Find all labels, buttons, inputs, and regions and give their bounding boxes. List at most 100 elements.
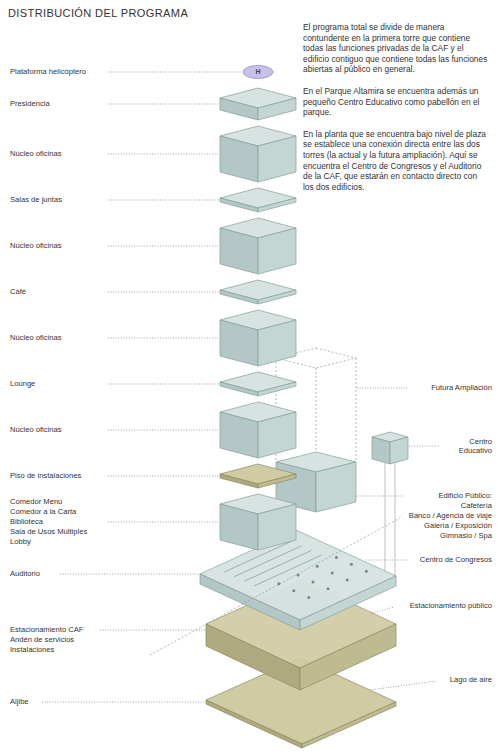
program-label: Lounge bbox=[10, 379, 35, 388]
program-label: Plataforma helicóptero bbox=[10, 67, 86, 76]
tower-floors-part bbox=[258, 382, 296, 396]
tower-floors-part bbox=[220, 290, 258, 304]
program-label: Sala de Usos Múltiples bbox=[10, 527, 87, 536]
leader-lines-part bbox=[108, 384, 219, 385]
congress-slab-part bbox=[316, 565, 319, 568]
congress-slab-part bbox=[244, 550, 311, 581]
leader-lines-part bbox=[108, 338, 219, 339]
leader-lines-part bbox=[100, 630, 205, 631]
program-label: Lobby bbox=[10, 537, 31, 546]
program-label: Estacionamiento público bbox=[410, 601, 492, 610]
label-anchor: Cafetería bbox=[461, 501, 492, 510]
program-label: Centro de Congresos bbox=[420, 555, 492, 564]
tower-floors-part bbox=[258, 136, 296, 182]
label-anchor: Galería / Exposición bbox=[424, 521, 492, 530]
program-label: Estacionamiento CAF bbox=[10, 625, 83, 634]
label-anchor: Biblioteca bbox=[10, 517, 43, 526]
congress-slab-part bbox=[200, 574, 300, 630]
label-anchor: Plataforma helicóptero bbox=[10, 67, 86, 76]
congress-slab-part bbox=[312, 580, 315, 583]
leader-lines-part bbox=[108, 430, 219, 431]
program-label: Gimnasio / Spa bbox=[440, 531, 492, 540]
tower-floors-part bbox=[258, 198, 296, 212]
parking-box-part bbox=[206, 624, 300, 690]
leader-lines-part bbox=[357, 496, 404, 497]
congress-slab-part bbox=[350, 563, 353, 566]
tower-floors-part bbox=[220, 320, 258, 366]
label-anchor: Auditorio bbox=[10, 569, 40, 578]
leader-lines-part bbox=[42, 702, 205, 703]
program-label: Café bbox=[10, 287, 26, 296]
congress-slab-part bbox=[234, 546, 301, 577]
congress-slab-part bbox=[346, 579, 349, 582]
leader-lines-part bbox=[357, 388, 408, 389]
label-anchor: Café bbox=[10, 287, 26, 296]
congress-slab-part bbox=[331, 572, 334, 575]
cistern-slab-part bbox=[302, 702, 396, 748]
program-label: Banco / Agencia de viaje bbox=[409, 511, 492, 520]
future-tower-part bbox=[356, 358, 357, 462]
label-anchor: Piso de instalaciones bbox=[10, 471, 81, 480]
program-label: Núcleo oficinas bbox=[10, 425, 62, 434]
congress-slab-part bbox=[300, 576, 396, 630]
pavilion-cube bbox=[372, 432, 408, 576]
tower-floors-part bbox=[258, 474, 296, 488]
tower-floors-part bbox=[220, 98, 258, 120]
page-title: DISTRIBUCIÓN DEL PROGRAMA bbox=[8, 7, 188, 20]
program-label: Piso de instalaciones bbox=[10, 471, 81, 480]
congress-slab-part bbox=[327, 587, 330, 590]
label-anchor: Salas de juntas bbox=[10, 195, 62, 204]
program-label: Biblioteca bbox=[10, 517, 43, 526]
program-label: Núcleo oficinas bbox=[10, 149, 62, 158]
tower-floors-part bbox=[220, 504, 258, 550]
congress-slab-part bbox=[335, 556, 338, 559]
program-label: Galería / Exposición bbox=[424, 521, 492, 530]
label-anchor: Comedor a la Carta bbox=[10, 507, 76, 516]
leader-lines-part bbox=[60, 574, 199, 575]
note-paragraph: El programa total se divide de manera co… bbox=[303, 22, 490, 75]
future-tower-part bbox=[316, 462, 356, 512]
program-label: Comedor a la Carta bbox=[10, 507, 76, 516]
tower-floors-part bbox=[220, 382, 258, 396]
leader-lines-part bbox=[108, 200, 219, 201]
note-paragraph: En la planta que se encuentra bajo nivel… bbox=[303, 129, 490, 193]
future-tower-part bbox=[316, 368, 317, 452]
label-anchor: Andén de servicios bbox=[10, 635, 74, 644]
label-anchor: Banco / Agencia de viaje bbox=[409, 511, 492, 520]
congress-slab-part bbox=[307, 596, 310, 599]
label-anchor: Aljibe bbox=[10, 697, 29, 706]
leader-lines-part bbox=[370, 681, 436, 690]
pavilion-cube-part bbox=[372, 437, 390, 464]
tower-floors-part bbox=[220, 412, 258, 458]
pavilion-cube-part bbox=[395, 461, 396, 576]
program-label: Salas de juntas bbox=[10, 195, 62, 204]
tower-floors-part bbox=[220, 136, 258, 182]
tower-floors-part bbox=[258, 504, 296, 550]
leader-lines-part bbox=[108, 246, 219, 247]
label-anchor: H bbox=[255, 68, 260, 76]
label-anchor: Estacionamiento público bbox=[410, 601, 492, 610]
leader-lines-part bbox=[108, 522, 219, 523]
label-anchor: Núcleo oficinas bbox=[10, 241, 62, 250]
label-anchor: Instalaciones bbox=[10, 645, 54, 654]
label-anchor: Edificio Público: bbox=[438, 491, 492, 500]
program-label: Núcleo oficinas bbox=[10, 333, 62, 342]
label-anchor: Presidencia bbox=[10, 99, 50, 108]
leader-lines-part bbox=[108, 476, 219, 477]
label-anchor: Núcleo oficinas bbox=[10, 149, 62, 158]
helipad-mark: H bbox=[255, 68, 260, 76]
note-paragraph: En el Parque Altamira se encuentra ademá… bbox=[303, 86, 490, 118]
label-anchor: Núcleo oficinas bbox=[10, 333, 62, 342]
leader-lines-part bbox=[409, 446, 440, 447]
pavilion-cube-part bbox=[390, 437, 408, 464]
label-anchor: Núcleo oficinas bbox=[10, 425, 62, 434]
tower-floors-part bbox=[258, 228, 296, 274]
leader-lines-part bbox=[372, 607, 394, 613]
program-label: Cafetería bbox=[461, 501, 492, 510]
program-label: Lago de aire bbox=[450, 675, 492, 684]
label-anchor: Comedor Menú bbox=[10, 497, 62, 506]
label-anchor: Gimnasio / Spa bbox=[440, 531, 492, 540]
tower-floors-part bbox=[258, 98, 296, 120]
congress-slab-part bbox=[200, 530, 396, 620]
